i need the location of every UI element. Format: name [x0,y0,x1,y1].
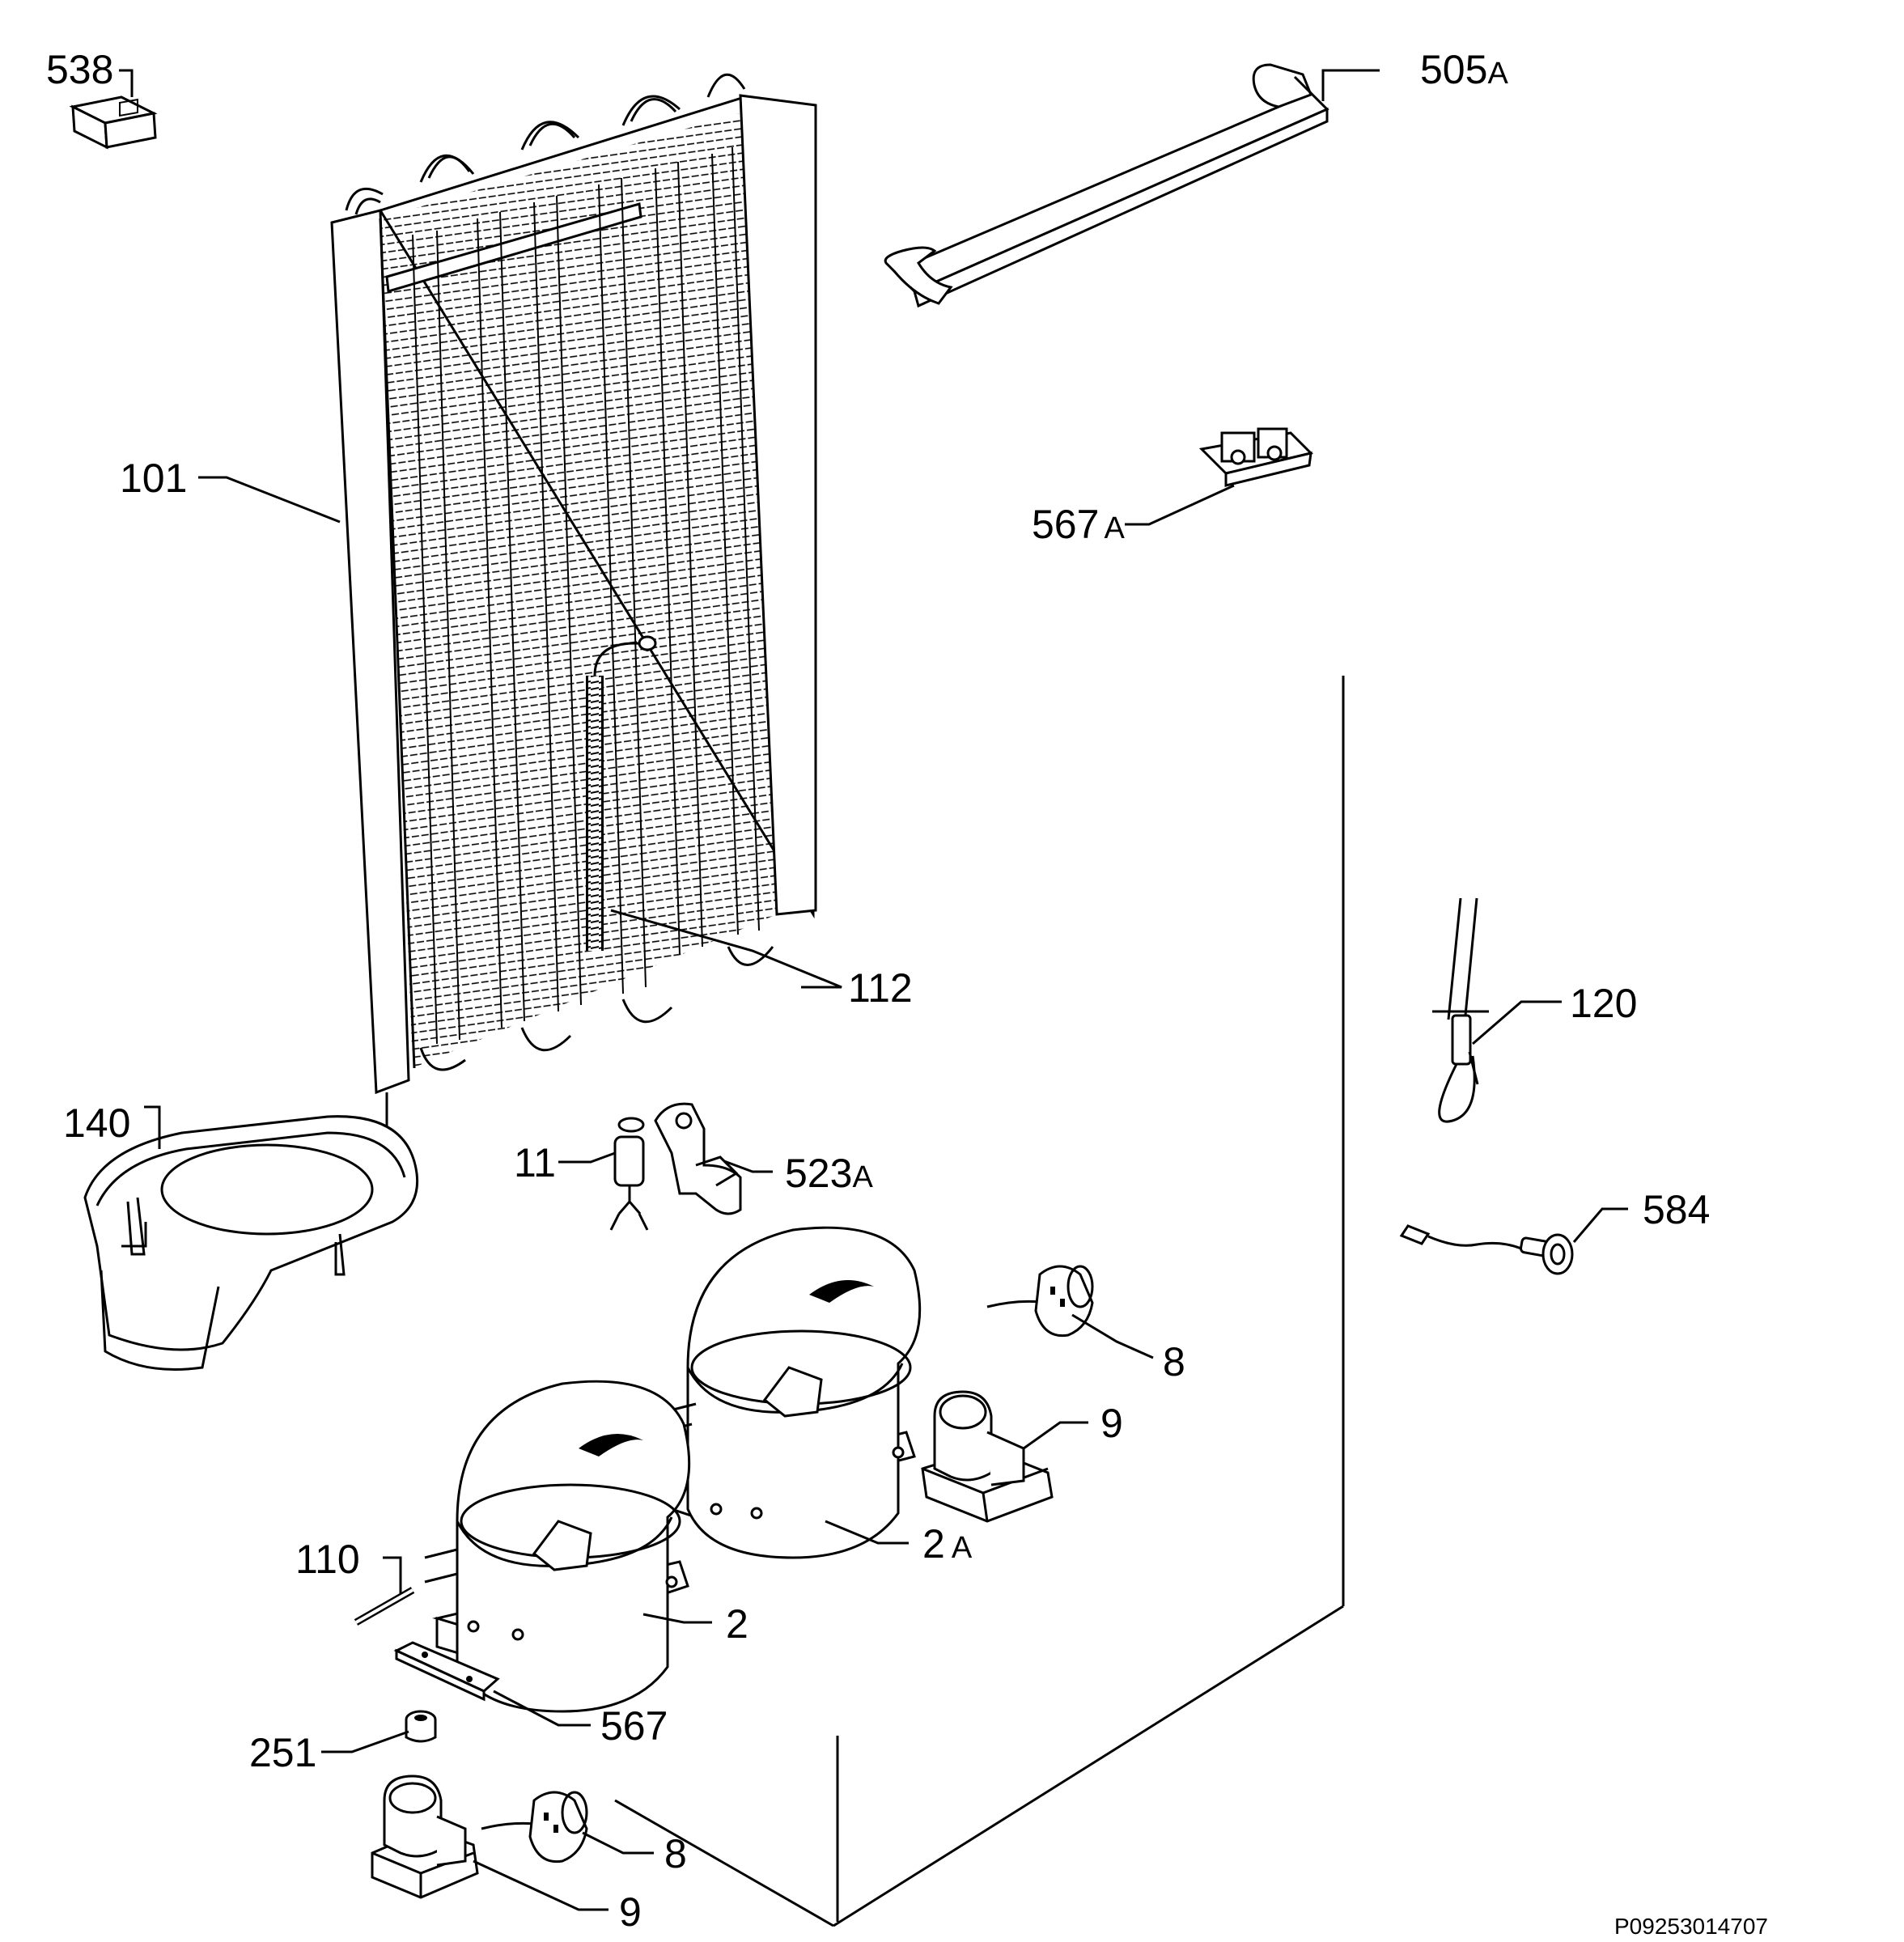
label-567: 567 [600,1703,668,1749]
label-523a-suffix: A [852,1160,873,1194]
label-11: 11 [514,1140,556,1185]
label-584: 584 [1643,1187,1710,1232]
label-505a-suffix: A [1487,57,1508,91]
relay-upper-part [986,1265,1094,1338]
label-2a-suffix: A [952,1531,973,1565]
clamp-523a-part [654,1102,742,1215]
label-112: 112 [848,965,913,1011]
condenser-assembly [330,73,817,1129]
relay-lower-part [481,1791,588,1864]
cabinet-outline [614,676,1345,1927]
label-567a-number: 567 [1032,502,1099,547]
label-505a-number: 505 [1420,47,1487,92]
clamp-upper-part [921,1390,1054,1523]
label-101: 101 [120,456,187,501]
label-523a-number: 523 [785,1151,852,1196]
label-110: 110 [295,1537,360,1582]
handle-bar-part [884,63,1329,308]
label-140: 140 [63,1100,130,1146]
label-8-lower: 8 [664,1831,687,1876]
label-120: 120 [1570,981,1637,1026]
label-523a: 523A [785,1151,873,1196]
drip-tray-part [83,1115,419,1371]
nut-part [405,1710,437,1743]
connector-part [69,95,158,150]
pins-part [354,1587,415,1626]
sensor-120-part [1432,897,1489,1123]
label-2: 2 [726,1601,748,1647]
spring-tube [586,635,657,951]
bracket-567a-part [1198,427,1313,487]
label-538: 538 [46,47,113,92]
plate-567-part [393,1641,500,1702]
label-505a: 505A [1420,47,1508,92]
label-9-upper: 9 [1100,1401,1123,1446]
probe-584-part [1399,1224,1574,1275]
clamp-lower-part [371,1775,479,1899]
valve-part [609,1117,649,1231]
label-567a-suffix: A [1104,511,1125,545]
compressor-2-part [424,1380,691,1713]
reference-code: P09253014707 [1614,1914,1768,1939]
label-251: 251 [249,1730,316,1775]
compressor-2a-part [659,1226,922,1559]
label-2a-number: 2 [922,1521,945,1567]
label-9-lower: 9 [619,1889,642,1935]
leader-lines [119,69,1628,1911]
label-8-upper: 8 [1163,1339,1185,1384]
